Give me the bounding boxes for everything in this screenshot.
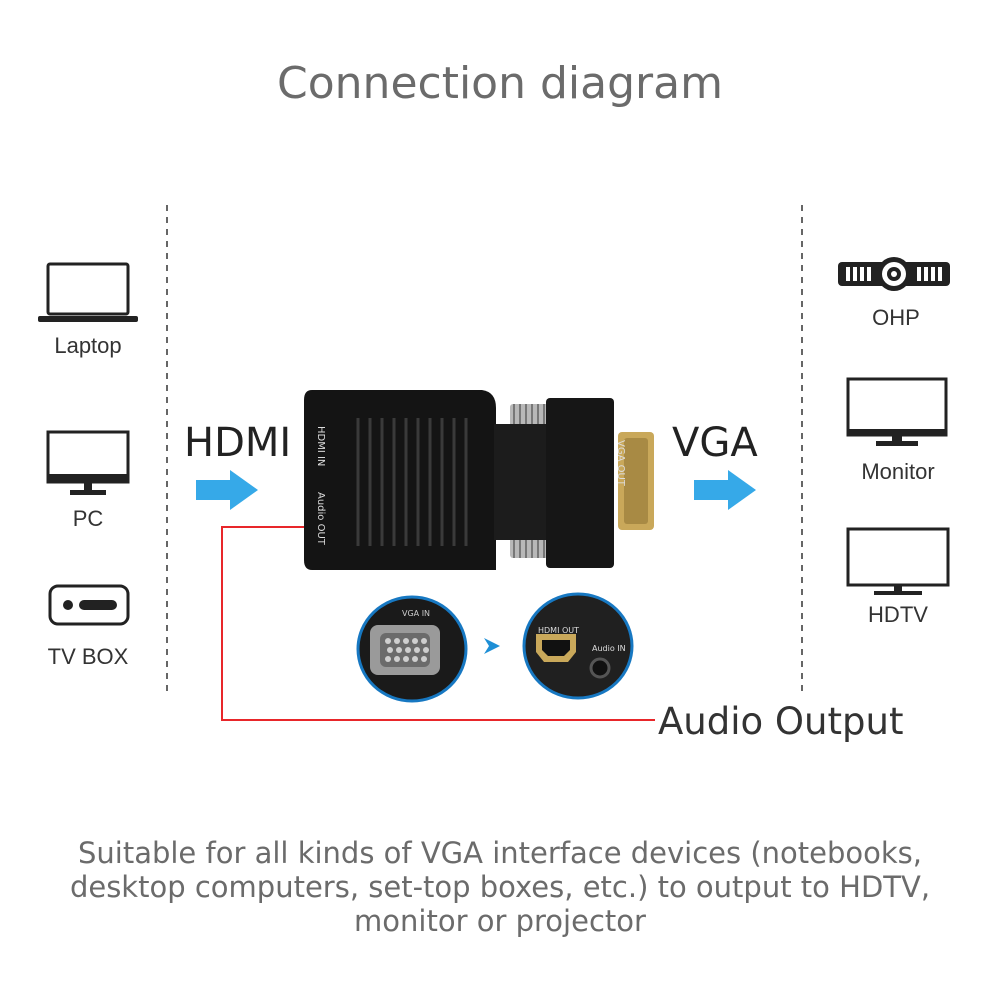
monitor-icon — [846, 377, 948, 449]
diagram-title: Connection diagram — [277, 58, 723, 109]
audio-output-line — [221, 526, 655, 721]
pc-monitor-icon — [46, 430, 130, 498]
description-line: monitor or projector — [354, 904, 646, 938]
adapter-port-labels: HDMI IN Audio OUT — [296, 396, 356, 545]
detail-label-audio-in: Audio IN — [592, 644, 626, 653]
detail-label-vga-in: VGA IN — [402, 609, 431, 618]
audio-output-label: Audio Output — [658, 700, 904, 743]
vga-in-detail: VGA IN — [356, 595, 468, 703]
port-label-vga-out: VGA OUT — [615, 440, 626, 486]
source-label-pc: PC — [72, 506, 104, 531]
port-label-audio-out: Audio OUT — [315, 492, 326, 545]
output-label-hdtv: HDTV — [868, 602, 928, 627]
detail-label-hdmi-out: HDMI OUT — [538, 626, 580, 635]
port-label-hdmi-in: HDMI IN — [315, 426, 326, 467]
output-label-monitor: Monitor — [861, 459, 935, 484]
vga-label: VGA — [672, 420, 758, 466]
tv-box-icon — [48, 584, 130, 626]
output-arrow-icon — [694, 470, 756, 510]
hdmi-label: HDMI — [184, 420, 292, 466]
source-label-laptop: Laptop — [54, 333, 122, 358]
projector-icon — [838, 257, 950, 291]
laptop-icon — [38, 262, 138, 324]
output-label-ohp: OHP — [872, 305, 920, 330]
detail-arrow-icon — [482, 636, 502, 656]
hdtv-icon — [846, 527, 950, 597]
description-line: desktop computers, set-top boxes, etc.) … — [69, 870, 931, 904]
description-line: Suitable for all kinds of VGA interface … — [77, 836, 923, 870]
source-label-tv-box: TV BOX — [47, 644, 129, 669]
input-arrow-icon — [196, 470, 258, 510]
hdmi-out-detail: HDMI OUT Audio IN — [522, 592, 634, 700]
adapter-image — [300, 384, 670, 580]
description-text: Suitable for all kinds of VGA interface … — [0, 836, 1000, 938]
